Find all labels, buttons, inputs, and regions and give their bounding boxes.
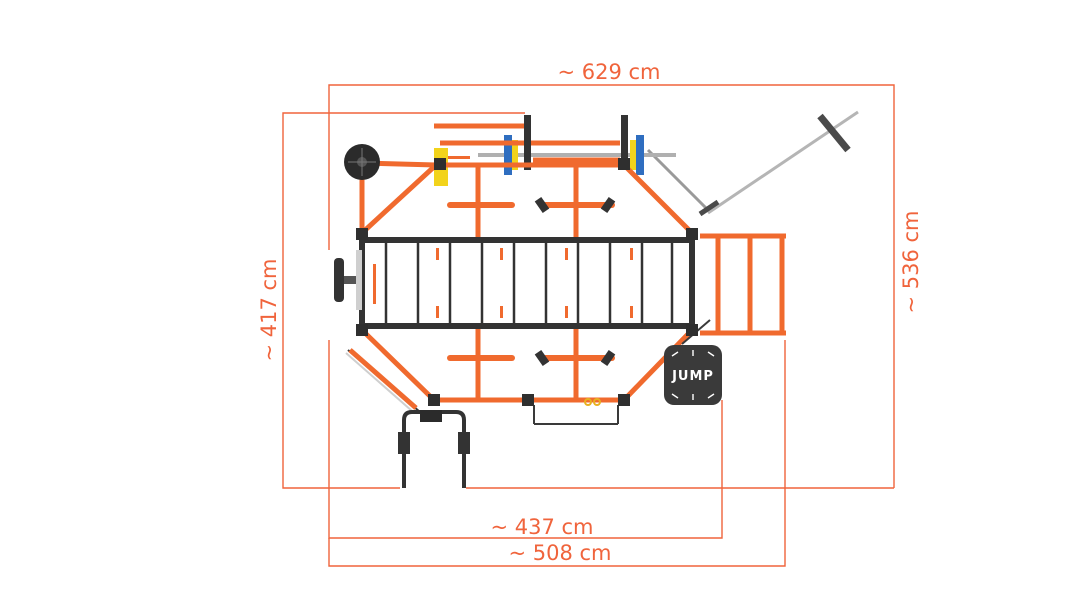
dimension-label-left: ~ 417 cm [257,258,281,361]
dimension-label-top: ~ 629 cm [557,60,660,84]
monkey-bar-ladder [359,237,695,329]
dimension-line-437 [328,340,723,539]
dimension-line-417 [282,112,525,489]
left-attachment [334,250,362,310]
jump-pad-label: JUMP [671,369,714,384]
plyo-steps [700,233,786,336]
dimension-label-right: ~ 536 cm [899,210,923,313]
jump-pad: JUMP [664,345,722,405]
medicine-ball [344,144,380,180]
dimension-line-629 [328,84,895,488]
top-uprights [524,115,628,170]
horizontal-barbell [434,135,676,186]
diagonal-barbell [646,110,859,217]
dimension-label-bottom-inner: ~ 437 cm [490,515,593,539]
cross-bars [447,202,615,361]
dip-station [398,410,470,488]
cross-bar-caps [534,196,616,367]
battle-rope [345,348,418,412]
dimension-line-508 [328,340,786,567]
dimension-lines [282,84,895,567]
corner-joints [356,158,698,406]
dimension-label-bottom-outer: ~ 508 cm [508,541,611,565]
bottom-hooks [584,398,601,406]
